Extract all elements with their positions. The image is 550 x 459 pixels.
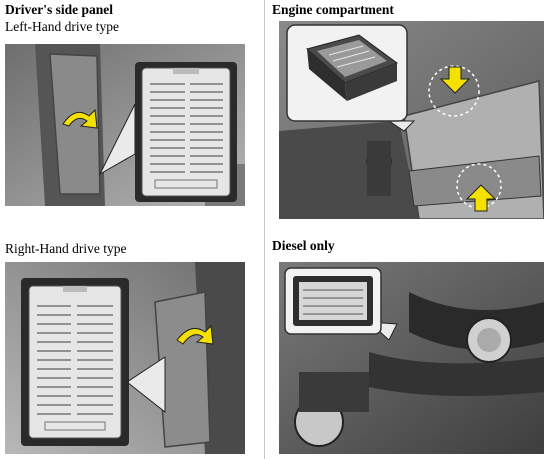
lhd-label: Left-Hand drive type: [5, 19, 119, 34]
rhd-label: Right-Hand drive type: [5, 241, 127, 256]
column-divider: [264, 0, 265, 459]
up-arrow-icon: [465, 184, 497, 212]
curved-arrow-icon: [176, 324, 214, 345]
down-arrow-icon: [439, 66, 471, 94]
diesel-fuse-box-inset: [284, 267, 382, 335]
diesel-engine-photo: [279, 262, 544, 454]
curved-arrow-icon: [62, 108, 98, 129]
lhd-panel-photo: [5, 44, 245, 206]
fuse-box-cover-inset: [135, 62, 237, 202]
engine-compartment-photo: [279, 21, 544, 219]
fuse-box-inset: [286, 24, 408, 122]
drivers-side-panel-heading: Driver's side panel: [5, 2, 113, 17]
fuse-box-cover-inset: [21, 278, 129, 446]
rhd-panel-photo: [5, 262, 245, 454]
engine-compartment-heading: Engine compartment: [272, 2, 394, 17]
diesel-only-heading: Diesel only: [272, 238, 335, 253]
